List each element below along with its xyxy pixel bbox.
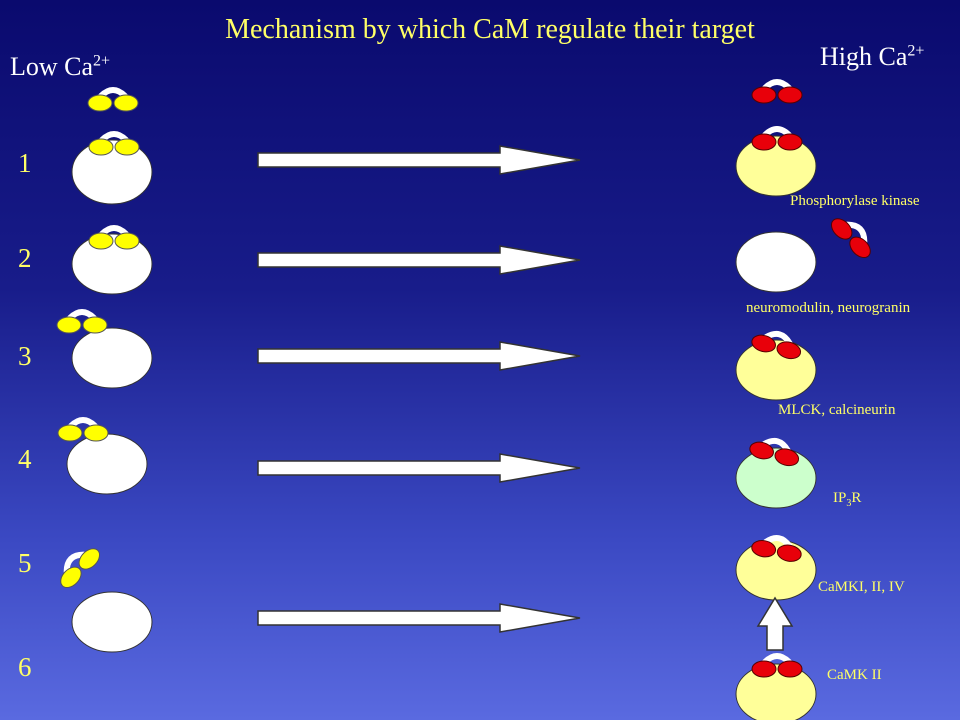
arrow-row-2 <box>257 245 581 275</box>
target-label-3: MLCK, calcineurin <box>778 402 896 418</box>
calmodulin-right-4 <box>749 437 800 467</box>
calmodulin-left-3 <box>57 312 107 333</box>
up-arrow <box>756 596 794 651</box>
calmodulin-right-5 <box>751 535 802 562</box>
target-right-3 <box>735 339 817 401</box>
row-number-5: 5 <box>18 548 32 578</box>
target-left-4 <box>66 433 148 495</box>
calmodulin-right-3 <box>751 330 802 360</box>
arrow-row-3 <box>257 341 581 371</box>
target-left-5 <box>71 591 153 653</box>
calmodulin-right-2 <box>830 218 871 259</box>
target-right-6 <box>735 663 817 720</box>
target-label-2: neuromodulin, neurogranin <box>746 300 911 316</box>
calmodulin-left-4 <box>58 420 108 441</box>
row-number-3: 3 <box>18 341 32 371</box>
target-left-3 <box>71 327 153 389</box>
target-label-6: CaMK II <box>827 667 882 683</box>
calmodulin-left-5 <box>60 548 101 589</box>
arrow-row-4 <box>257 453 581 483</box>
target-label-4: IP3R <box>833 490 862 509</box>
row-number-4: 4 <box>18 444 32 474</box>
low-calcium-label: Low Ca2+ <box>10 52 111 81</box>
row-number-2: 2 <box>18 243 32 273</box>
free-calmodulin-low <box>88 90 138 111</box>
target-label-1: Phosphorylase kinase <box>790 193 920 209</box>
target-left-2 <box>71 233 153 295</box>
high-calcium-label: High Ca2+ <box>820 42 925 71</box>
free-calmodulin-high <box>752 82 802 103</box>
diagram-title: Mechanism by which CaM regulate their ta… <box>225 14 755 45</box>
arrow-row-5 <box>257 603 581 633</box>
row-number-1: 1 <box>18 148 32 178</box>
arrow-row-1 <box>257 145 581 175</box>
row-number-6: 6 <box>18 652 32 682</box>
target-right-1 <box>735 135 817 197</box>
target-right-2 <box>735 231 817 293</box>
target-left-1 <box>71 139 153 205</box>
target-label-5: CaMKI, II, IV <box>818 579 905 595</box>
